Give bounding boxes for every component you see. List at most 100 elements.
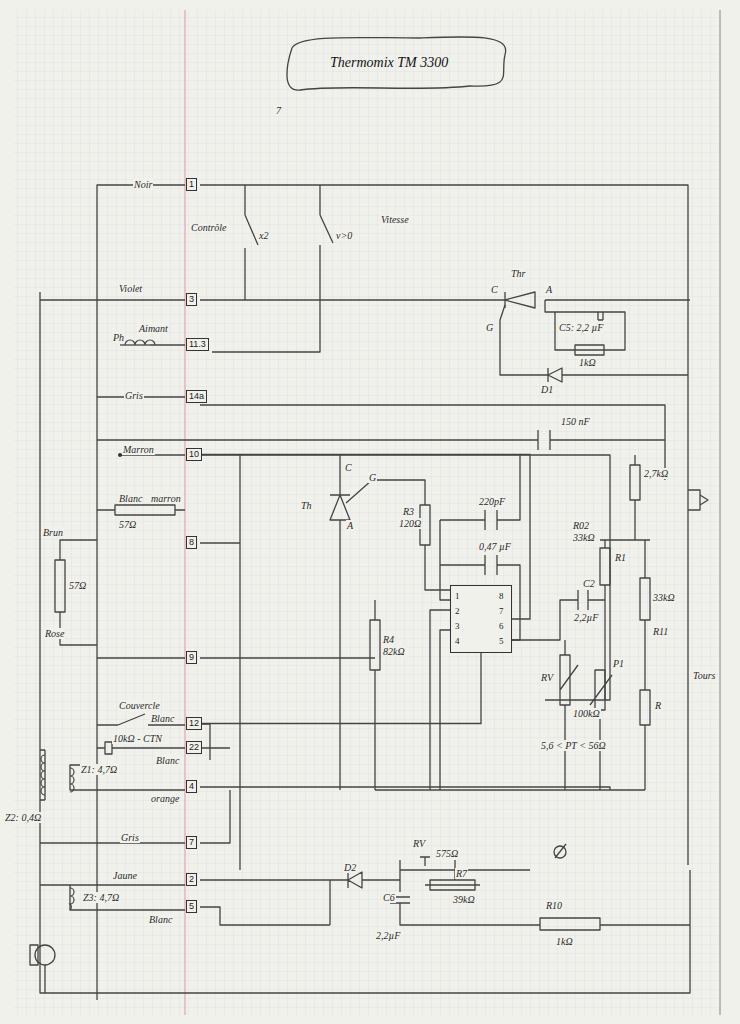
part-label: 57Ω [68,580,87,591]
terminal-box: 4 [186,780,197,793]
part-label: 82kΩ [382,646,406,657]
part-label: C [344,462,353,473]
part-label: Aimant [138,323,169,334]
part-label: 150 nF [560,416,591,427]
terminal-box: 10 [186,448,202,461]
part-label: RV [412,838,426,849]
pin-number: 5 [499,636,504,646]
part-label: 100kΩ [572,708,601,719]
part-label: Thr [510,268,526,279]
terminal-box: 9 [186,651,197,664]
part-label: x2 [258,230,269,241]
terminal-box: 7 [186,836,197,849]
part-label: G [368,472,377,483]
part-label: 1kΩ [578,357,597,368]
part-label: Noir [133,179,153,190]
part-label: 120Ω [398,518,422,529]
terminal-number: 10 [189,449,199,459]
part-label: R11 [652,626,669,637]
terminal-number: 3 [189,294,194,304]
part-label: 0,47 µF [478,541,512,552]
part-label: 2,7kΩ [643,468,669,479]
part-label: Blanc [155,755,180,766]
part-label: 33kΩ [572,532,596,543]
part-label: marron [150,493,182,504]
terminal-number: 12 [189,718,199,728]
part-label: orange [150,793,180,804]
part-label: 2,2µF [573,612,599,623]
part-label: R4 [382,634,395,645]
part-label: 39kΩ [452,894,476,905]
part-label: D2 [343,862,357,873]
part-label: Blanc [150,713,175,724]
pin-number: 3 [455,621,460,631]
part-label: Z1: 4,7Ω [80,764,118,775]
terminal-number: 14a [189,391,204,401]
wire [202,653,481,724]
part-label: Brun [42,527,64,538]
part-label: Vitesse [380,214,410,225]
part-label: R [654,700,662,711]
part-label: G [485,322,494,333]
part-label: Marron [122,444,155,455]
terminal-number: 22 [189,742,199,752]
pin-number: 1 [455,591,460,601]
terminal-box: 14a [186,390,207,403]
part-label: Blanc [148,914,173,925]
title: Thermomix TM 3300 [330,55,448,71]
part-label: v>0 [335,230,353,241]
part-label: Th [300,500,313,511]
part-label: 575Ω [435,848,459,859]
terminal-number: 11.3 [189,339,206,349]
part-label: C5: 2,2 µF [558,322,604,333]
part-label: 5,6 < PT < 56Ω [540,740,607,751]
part-label: C6 [382,892,396,903]
terminal-number: 8 [189,537,194,547]
terminal-box: 5 [186,900,197,913]
part-label: C [490,284,499,295]
part-label: R1 [614,552,627,563]
part-label: 33kΩ [652,592,676,603]
terminal-number: 9 [189,652,194,662]
terminal-box: 2 [186,873,197,886]
part-label: Z2: 0,4Ω [4,812,42,823]
part-label: Rose [44,628,65,639]
part-label: 1kΩ [555,936,574,947]
terminal-number: 1 [189,179,194,189]
part-label: Violet [118,283,143,294]
part-label: Tours [692,670,716,681]
terminal-box: 22 [186,741,202,754]
part-label: 2,2µF [375,930,401,941]
terminal-number: 4 [189,781,194,791]
terminal-box: 12 [186,717,202,730]
pin-number: 8 [499,591,504,601]
part-label: 220pF [478,496,506,507]
part-label: 7 [275,105,282,116]
part-label: R02 [572,520,590,531]
part-label: C2 [582,578,596,589]
part-label: D1 [540,384,554,395]
part-label: Blanc [118,493,143,504]
part-label: R10 [545,900,563,911]
part-label: Ph [112,332,125,343]
part-label: 57Ω [118,519,137,530]
part-label: R3 [402,506,415,517]
pin-number: 4 [455,636,460,646]
part-label: Couvercle [118,700,161,711]
ic-chip: 12348765 [450,585,512,653]
terminal-box: 8 [186,536,197,549]
terminal-box: 3 [186,293,197,306]
terminal-number: 5 [189,901,194,911]
terminal-number: 7 [189,837,194,847]
pin-number: 7 [499,606,504,616]
part-label: A [545,284,553,295]
terminal-box: 11.3 [186,338,209,351]
part-label: Contrôle [190,222,228,233]
part-label: Gris [120,832,140,843]
part-label: Jaune [112,870,138,881]
part-label: A [346,520,354,531]
part-label: R7 [455,868,468,879]
